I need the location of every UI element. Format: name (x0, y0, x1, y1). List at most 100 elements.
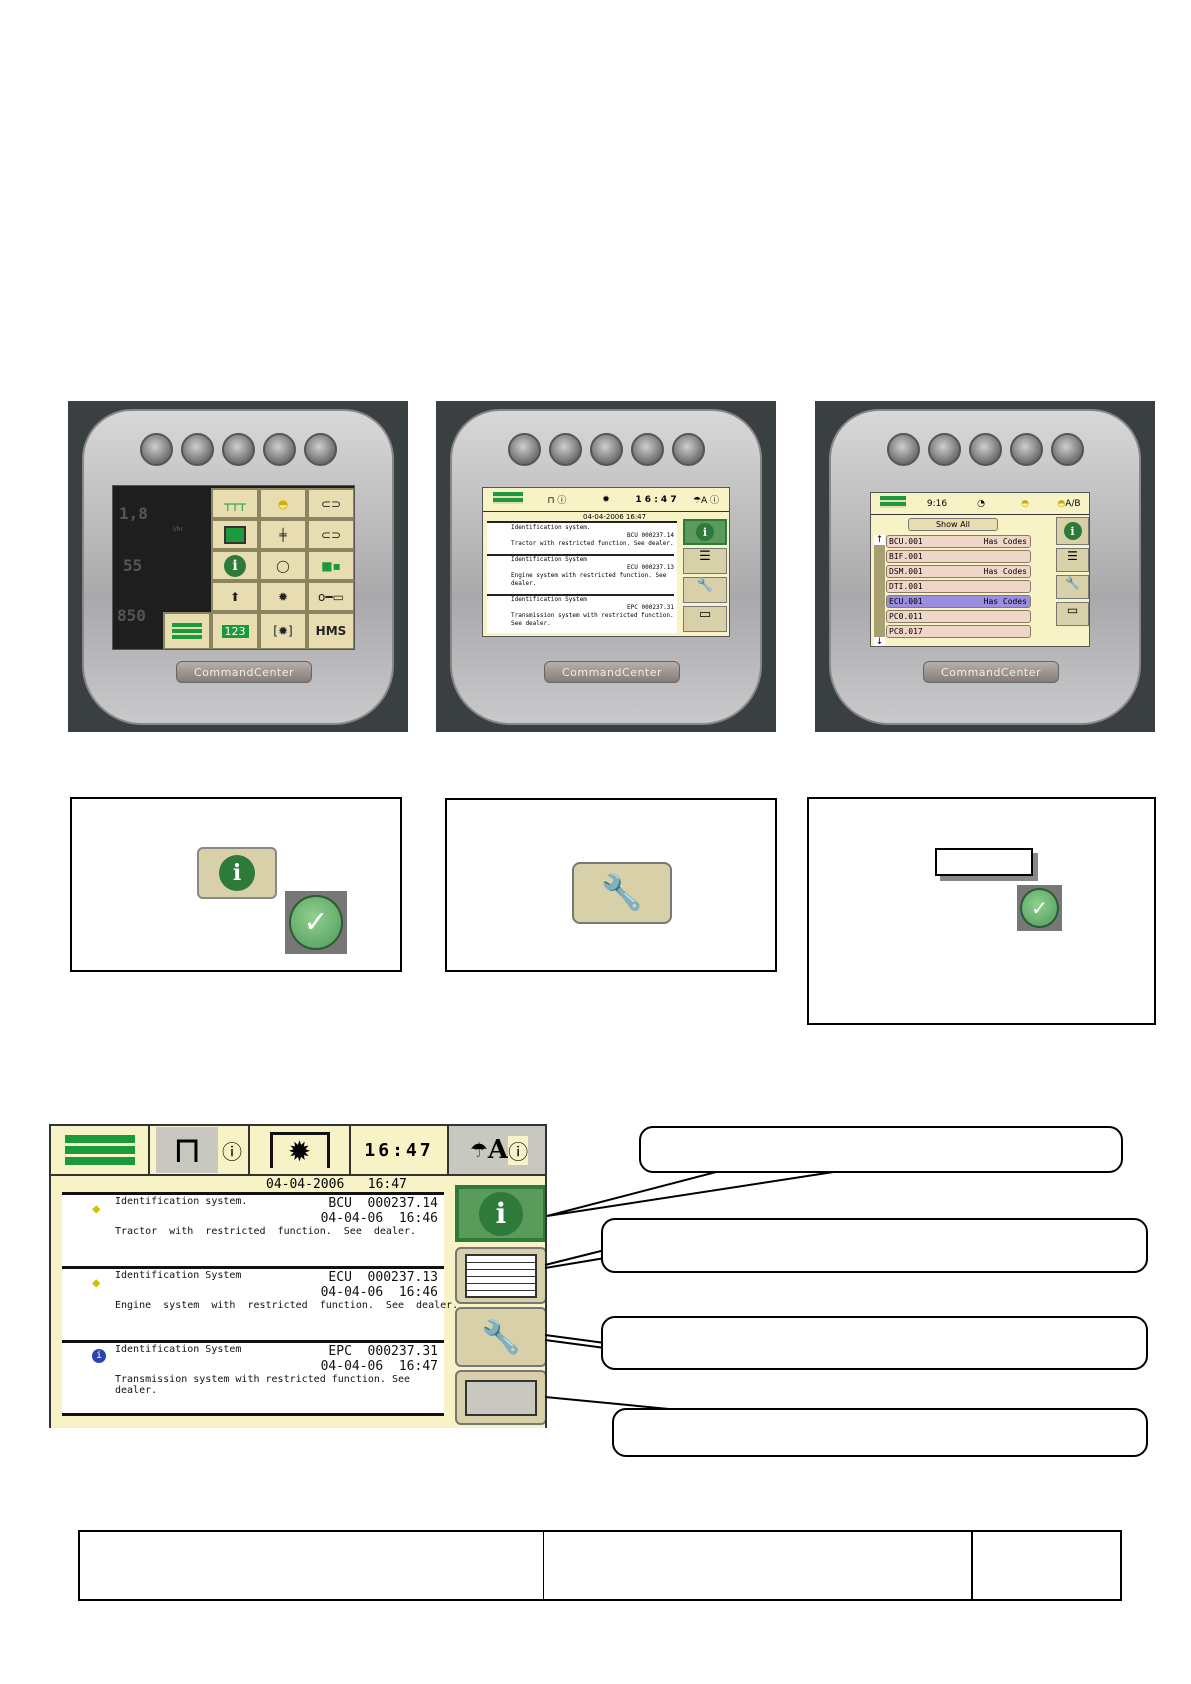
soft-key-2[interactable] (180, 433, 214, 466)
controller-button[interactable]: ▭ (683, 606, 727, 632)
soft-key-2[interactable] (927, 433, 961, 466)
gear-icon: ✹ (269, 1132, 330, 1168)
info-circle-icon: i (92, 1349, 106, 1363)
hitch-menu-button[interactable]: ⊂⊃ (307, 488, 354, 519)
lights-menu-button[interactable]: ◓ (259, 488, 307, 519)
menu-button[interactable] (483, 492, 533, 507)
checkmark-icon: ✓ (289, 895, 343, 950)
message-text: Transmission system with restricted func… (511, 612, 674, 627)
hms-button[interactable]: HMS (307, 612, 354, 649)
soft-key-4[interactable] (262, 433, 296, 466)
confirm-check-button[interactable]: ✓ (285, 891, 347, 954)
controller-row[interactable]: DTI.001 (886, 580, 1031, 593)
settings-tab[interactable]: ✹ (602, 494, 610, 505)
info-button[interactable]: i (197, 847, 277, 899)
soft-key-4[interactable] (630, 433, 664, 466)
soft-key-1[interactable] (886, 433, 920, 466)
message-text: Engine system with restricted function. … (115, 1300, 459, 1311)
controller-button[interactable]: ▭ (1056, 602, 1089, 626)
message-timestamp: 04-04-06 16:46 (320, 1211, 438, 1226)
soft-key-3[interactable] (589, 433, 623, 466)
show-all-button[interactable]: Show All (908, 518, 998, 531)
message-title: Identification System (115, 1270, 242, 1281)
code-list-button[interactable] (455, 1247, 545, 1304)
blank-button[interactable] (935, 848, 1033, 876)
message-row[interactable]: i Identification System EPC 000237.31 04… (62, 1340, 444, 1416)
soft-key-2[interactable] (548, 433, 582, 466)
confirm-check-button[interactable]: ✓ (1017, 885, 1062, 931)
settings-tab[interactable]: ✹ (250, 1126, 351, 1174)
message-text: Tractor with restricted function. See de… (511, 540, 674, 547)
message-row[interactable]: ◆ Identification System ECU 000237.13 04… (62, 1266, 458, 1340)
hitch-settings-button[interactable]: ⊂⊃ (307, 519, 354, 550)
service-manual-button[interactable]: 🔧 (683, 577, 727, 603)
main-menu-button[interactable] (163, 612, 211, 649)
message-code: BCU 000237.14 (627, 532, 674, 539)
ab-lights-button[interactable]: ◓A/B (1057, 498, 1081, 509)
message-row[interactable]: ◆ Identification system. BCU 000237.14 0… (62, 1192, 444, 1266)
soft-key-3[interactable] (221, 433, 255, 466)
clock: 9:16 (926, 498, 948, 509)
soft-key-1[interactable] (507, 433, 541, 466)
soft-key-3[interactable] (968, 433, 1002, 466)
hydraulics-menu-button[interactable]: o━▭ (307, 581, 354, 612)
main-menu-button[interactable] (51, 1126, 150, 1174)
soft-key-5[interactable] (303, 433, 337, 466)
controller-row[interactable]: PC0.011 (886, 610, 1031, 623)
controller-row[interactable]: BIF.001 (886, 550, 1031, 563)
service-manual-button[interactable]: 🔧 (455, 1307, 545, 1367)
lights-icon[interactable]: ◓ (1021, 498, 1029, 509)
service-manual-button[interactable]: 🔧 (572, 862, 672, 924)
info-button[interactable]: i (683, 519, 727, 545)
settings-menu-button[interactable]: ✹ (259, 581, 307, 612)
info-button[interactable]: i (1056, 517, 1089, 545)
soft-key-5[interactable] (1050, 433, 1084, 466)
rpm-readout: 850 (117, 606, 146, 625)
top-bar: 9:16 ◔ ◓ ◓A/B (871, 493, 1089, 515)
footer-table (78, 1530, 1122, 1601)
beacon-button[interactable]: ⊓ ⓘ (547, 496, 567, 506)
message-title: Identification system. (511, 524, 591, 531)
message-code: EPC 000237.31 (328, 1344, 438, 1359)
upload-menu-button[interactable]: ⬆ (211, 581, 259, 612)
main-menu-screen: 1,8 l/hr 55 850 ┬┬┬ ◓ ⊂⊃ ╪ ⊂⊃ i ◯ ■▪ ⬆ ✹… (112, 485, 355, 650)
speedometer-icon[interactable]: ◔ (977, 498, 985, 509)
footer-divider (543, 1532, 544, 1599)
message-text: Transmission system with restricted func… (115, 1374, 411, 1396)
code-list-button[interactable]: ☰ (683, 548, 727, 574)
brand-label: CommandCenter (176, 661, 312, 683)
controller-button[interactable] (455, 1370, 545, 1425)
soft-key-5[interactable] (671, 433, 705, 466)
beacon-button[interactable]: ⊓ⓘ (150, 1126, 250, 1174)
numeric-menu-button[interactable]: 123 (211, 612, 259, 649)
command-center-display-3: CommandCenter 9:16 ◔ ◓ ◓A/B Show All ↑↓ … (815, 401, 1155, 732)
menu-button[interactable] (871, 496, 915, 511)
soft-key-4[interactable] (1009, 433, 1043, 466)
info-menu-button[interactable]: i (211, 550, 259, 581)
engine-menu-button[interactable]: ◯ (259, 550, 307, 581)
scrollbar[interactable]: ↑↓ (874, 535, 885, 647)
soft-key-1[interactable] (139, 433, 173, 466)
code-list-button[interactable]: ☰ (1056, 548, 1089, 572)
temp-readout: 55 (123, 556, 143, 575)
info-button[interactable]: i (455, 1185, 545, 1242)
tractor-menu-button[interactable]: ■▪ (307, 550, 354, 581)
gear-menu-button[interactable]: [✹] (259, 612, 307, 649)
implement-menu-button[interactable]: ┬┬┬ (211, 488, 259, 519)
grid-menu-icon (64, 1135, 135, 1165)
info-icon: i (696, 523, 714, 541)
suspension-menu-button[interactable]: ╪ (259, 519, 307, 550)
message-text: Tractor with restricted function. See de… (115, 1226, 417, 1237)
callout-info-button (639, 1126, 1123, 1173)
service-manual-button[interactable]: 🔧 (1056, 575, 1089, 599)
controller-row[interactable]: PC8.017 (886, 625, 1031, 638)
auto-button[interactable]: ☂A ⓘ (692, 496, 720, 506)
display-menu-button[interactable] (211, 519, 259, 550)
info-icon: i (219, 855, 255, 891)
warning-icon: ◆ (92, 1275, 101, 1291)
